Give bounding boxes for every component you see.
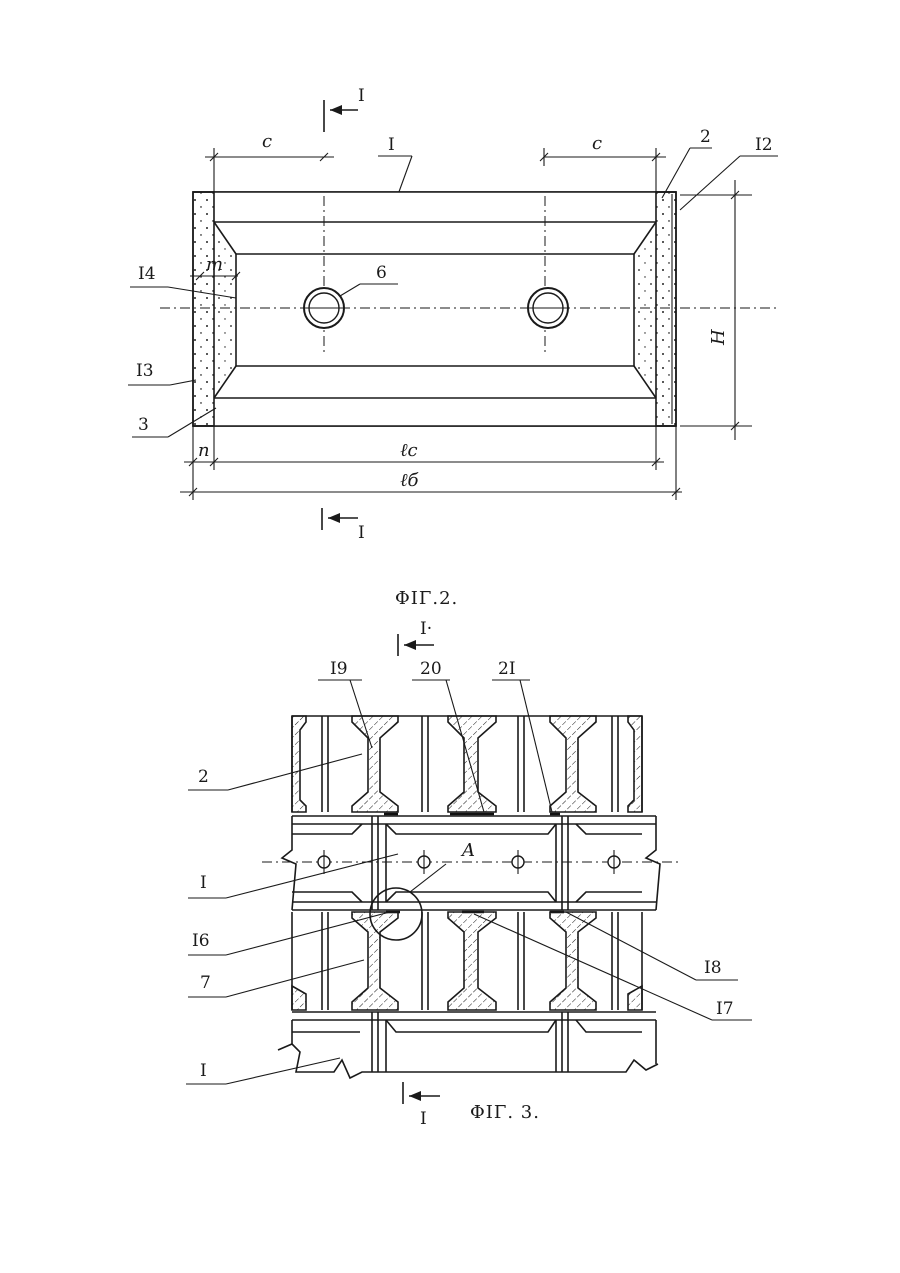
leader-part-1: I xyxy=(378,135,412,200)
fig3-label-part-2: 2 xyxy=(198,767,209,787)
label-c-right: c xyxy=(592,133,602,154)
left-end-plate xyxy=(193,192,214,426)
label-part-3: 3 xyxy=(138,415,149,435)
label-lc: ℓc xyxy=(400,440,418,461)
label-part-19: I9 xyxy=(330,659,348,679)
right-end-plate xyxy=(656,192,676,426)
fig3-label-part-1-top: I xyxy=(200,873,207,893)
fig3-section-mark-top: I· xyxy=(398,619,434,656)
label-part-13: I3 xyxy=(136,361,154,381)
label-part-14: I4 xyxy=(138,264,156,284)
section-mark-bottom: I xyxy=(322,508,365,543)
section-mark-top: I xyxy=(324,86,365,132)
upper-wall-row xyxy=(292,716,642,812)
fig3-label-part-16: I6 xyxy=(192,931,210,951)
label-n: n xyxy=(198,440,210,461)
dimension-H: H xyxy=(680,180,752,440)
hole-left xyxy=(304,288,344,328)
label-part-1: I xyxy=(388,135,395,155)
label-part-20: 20 xyxy=(420,659,442,679)
label-part-21: 2I xyxy=(498,659,516,679)
section-label-top: I xyxy=(358,86,365,106)
label-part-6: 6 xyxy=(376,263,387,283)
figure-3-caption: ΦΙΓ. 3. xyxy=(470,1102,540,1123)
fig3-label-part-1-bottom: I xyxy=(200,1061,207,1081)
figure-2: I c c I 2 xyxy=(128,86,780,609)
label-H: H xyxy=(708,329,729,346)
dimension-lb: ℓб xyxy=(180,470,682,496)
label-m: m xyxy=(206,254,223,275)
label-part-2: 2 xyxy=(700,127,711,147)
label-part-12: I2 xyxy=(755,135,773,155)
leader-part-2: 2 xyxy=(188,754,362,790)
fig3-section-mark-bottom: I xyxy=(403,1082,440,1129)
fig3-label-part-17: I7 xyxy=(716,999,734,1019)
lower-wall-row xyxy=(292,912,642,1010)
label-lb: ℓб xyxy=(400,470,419,491)
beam-row xyxy=(262,816,678,910)
fig3-label-part-18: I8 xyxy=(704,958,722,978)
fig3-section-label-bottom: I xyxy=(420,1109,427,1129)
dimension-c-right: c xyxy=(540,133,666,195)
section-label-bottom: I xyxy=(358,523,365,543)
leader-part-1-bottom: I xyxy=(186,1058,340,1084)
figure-2-caption: ΦΙΓ.2. xyxy=(395,588,458,609)
leader-part-21: 2I xyxy=(492,659,552,812)
label-detail-A: A xyxy=(460,840,475,861)
fig3-section-label-top: I· xyxy=(420,619,432,639)
figure-3: I· I9 xyxy=(186,619,752,1129)
leader-part-13: I3 xyxy=(128,361,196,385)
leader-part-12: I2 xyxy=(680,135,778,210)
label-c-left: c xyxy=(262,131,272,152)
hole-right xyxy=(528,288,568,328)
fig3-label-part-7: 7 xyxy=(200,973,211,993)
dimension-lc: n ℓc xyxy=(184,426,676,500)
leader-part-7: 7 xyxy=(188,960,364,997)
bottom-beam-row xyxy=(278,1012,658,1078)
